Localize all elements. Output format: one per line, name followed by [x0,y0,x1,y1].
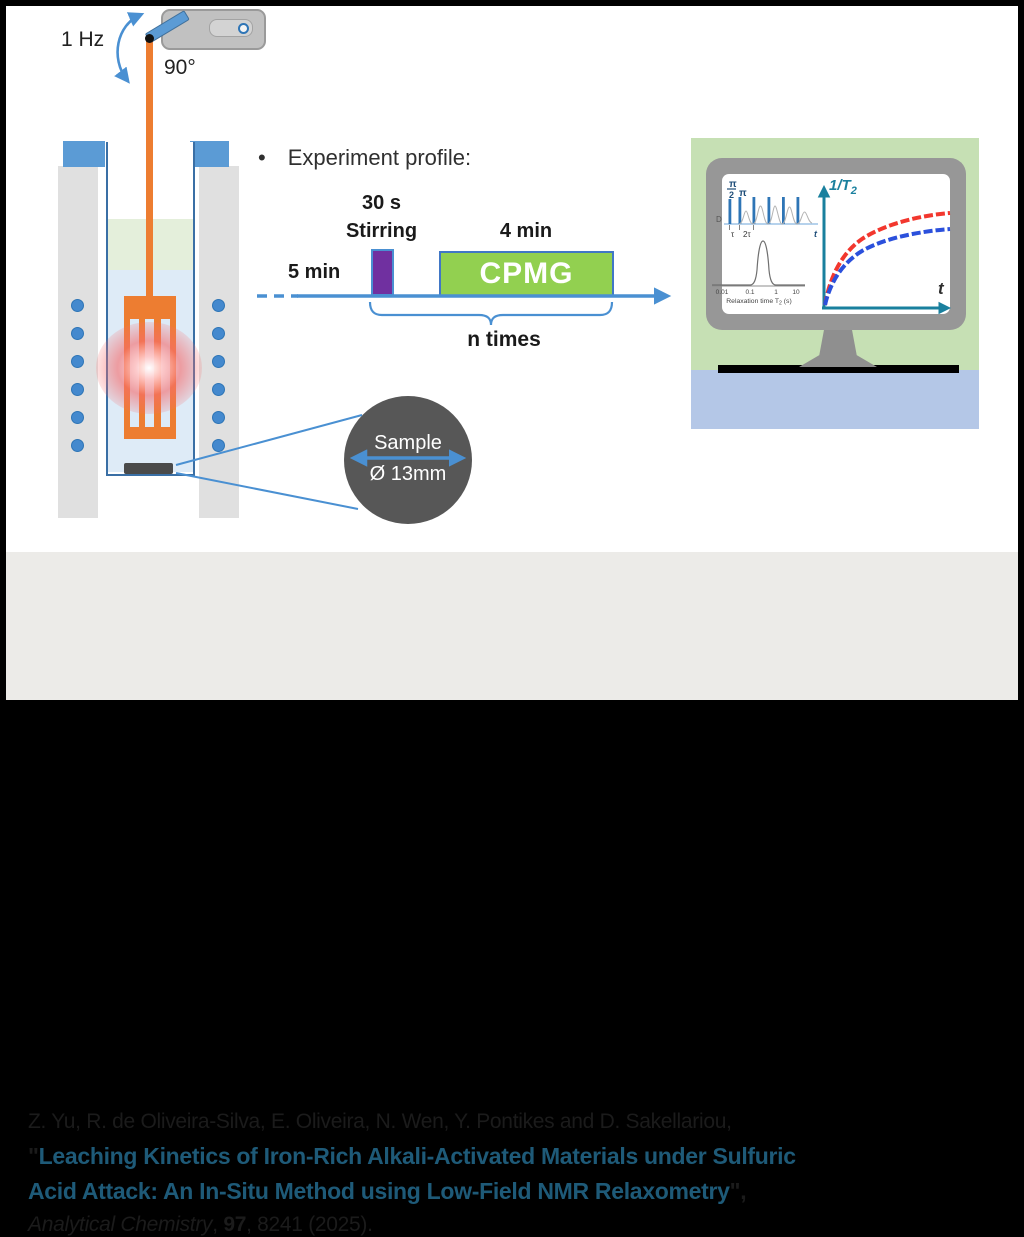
pre-wait-label: 5 min [288,261,341,283]
cpmg-block: CPMG [439,251,614,297]
sample-zoom-circle [344,396,472,524]
rate-plot-ylabel: 1/T2 [829,177,857,197]
stirrer-head [124,296,176,317]
cpmg-label: CPMG [479,257,574,290]
profile-heading: •Experiment profile: [258,145,472,170]
citation-source: Analytical Chemistry, 97, 8241 (2025). [28,1213,373,1236]
citation-panel: Z. Yu, R. de Oliveira-Silva, E. Oliveira… [6,552,1018,1236]
citation-journal: Analytical Chemistry [28,1213,213,1236]
motor-switch [209,19,253,37]
sample-label: Sample [374,432,442,454]
citation-title-line2: Acid Attack: An In-Situ Method using Low… [28,1178,747,1204]
lever-pivot-icon [145,34,154,43]
magnet-column-left [58,166,98,518]
rf-glow [96,322,202,414]
angle-label: 90° [164,56,196,79]
coil-circle [71,327,84,340]
coil-circle [71,355,84,368]
sample-disc [124,463,173,474]
citation-title-line1: "Leaching Kinetics of Iron-Rich Alkali-A… [28,1143,796,1169]
bullet-icon: • [258,145,266,170]
figure-area: 1 Hz 90° Sample Ø 13mm •Experiment profi… [6,6,1018,552]
sample-diameter-label: Ø 13mm [369,463,447,485]
magnet-column-right [199,166,239,518]
coil-circle [71,299,84,312]
motor-indicator-icon [238,23,249,34]
citation-volume: 97 [223,1213,247,1236]
cpmg-duration-label: 4 min [499,220,553,242]
monitor-base [718,365,959,373]
coil-circle [212,439,225,452]
coil-circle [71,439,84,452]
stirrer-rod [146,36,153,298]
coil-circle [71,383,84,396]
coil-circle [212,299,225,312]
coil-circle [71,411,84,424]
rotation-arrow-icon [114,12,145,84]
coil-circle [212,327,225,340]
stir-pulse-bar [371,249,394,296]
rate-plot-xlabel: t [938,279,944,298]
coil-circle [212,355,225,368]
repeat-label: n times [467,328,541,351]
coil-circle [212,383,225,396]
desk [691,370,979,429]
coil-circle [212,411,225,424]
citation-authors: Z. Yu, R. de Oliveira-Silva, E. Oliveira… [28,1110,732,1133]
repeat-brace-icon [368,301,614,326]
tube-cap-left [63,141,105,167]
tube-cap-right [190,141,229,167]
frequency-label: 1 Hz [61,28,105,51]
